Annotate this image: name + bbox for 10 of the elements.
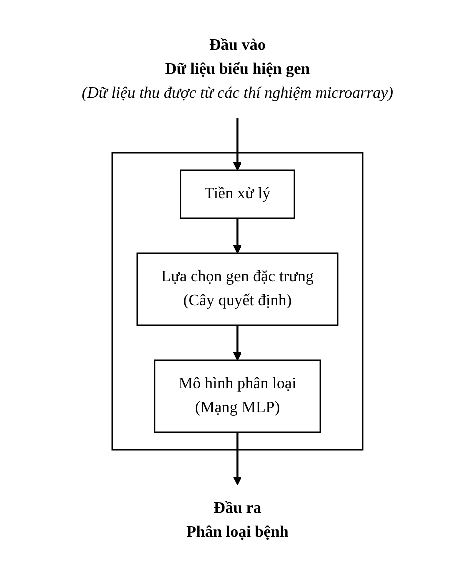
node-text: Đầu vào Dữ liệu biểu hiện gen (Dữ liệu thu được từ các thí nghiệm microarray) bbox=[82, 37, 394, 102]
node-text: Đầu ra Phân loại bệnh bbox=[186, 500, 290, 541]
arrow bbox=[234, 218, 242, 254]
node-box: Mô hình phân loại (Mạng MLP) bbox=[154, 360, 322, 434]
node-box: Tiền xử lý bbox=[180, 170, 296, 220]
arrow bbox=[234, 432, 242, 486]
arrow bbox=[234, 118, 242, 171]
arrow bbox=[234, 326, 242, 361]
cluster bbox=[112, 152, 364, 451]
node-box: Lựa chọn gen đặc trưng (Cây quyết định) bbox=[137, 252, 339, 326]
